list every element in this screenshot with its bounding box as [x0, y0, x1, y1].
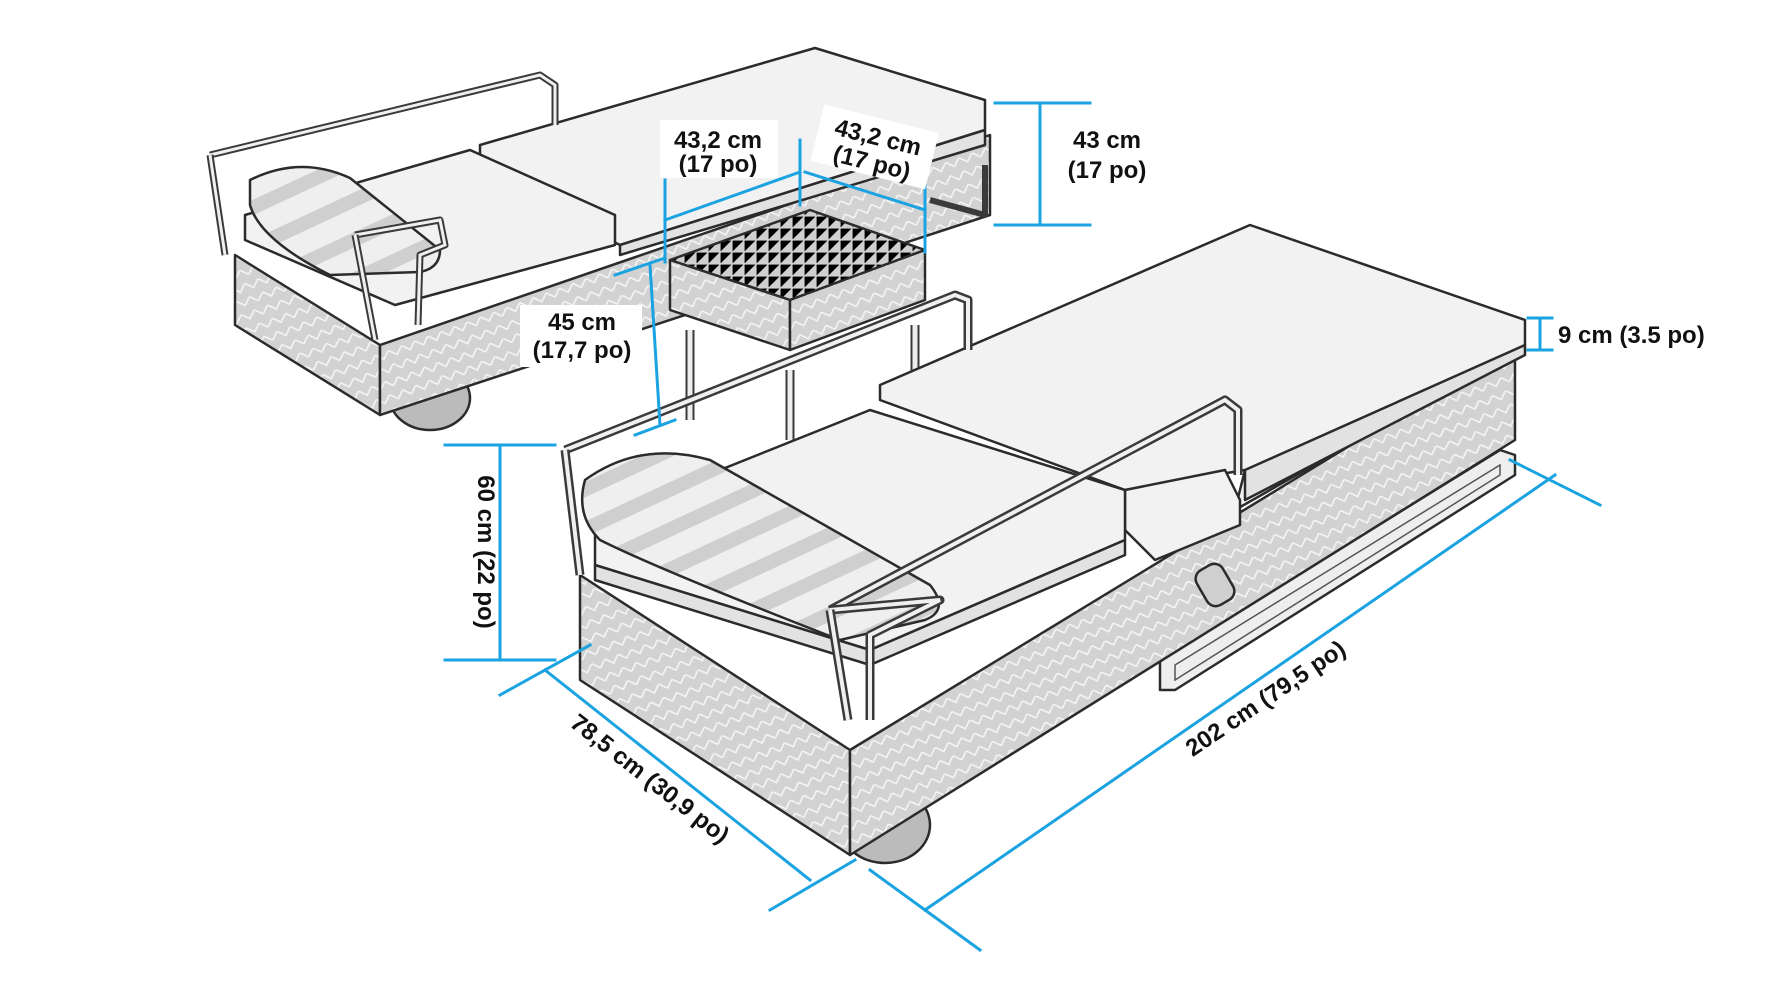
dimension-lines — [443, 101, 1603, 953]
side-table — [668, 208, 927, 440]
dim-seat-height — [613, 256, 677, 437]
dim-length — [867, 457, 1603, 953]
dim-width — [497, 642, 858, 913]
front-lounger-pillow — [580, 452, 940, 642]
svg-text:45 cm: 45 cm — [548, 309, 616, 336]
label-seat-height: 45 cm (17,7 po) — [520, 305, 642, 367]
label-cushion-thickness: 9 cm (3.5 po) — [1558, 322, 1705, 349]
dim-table-width — [663, 138, 802, 264]
svg-text:60 cm (22 po): 60 cm (22 po) — [472, 475, 499, 628]
label-overall-height: 60 cm (22 po) — [472, 475, 499, 628]
back-lounger-pillow — [248, 165, 442, 277]
dim-cushion-thickness — [1526, 316, 1554, 352]
svg-text:43,2 cm: 43,2 cm — [674, 127, 762, 154]
front-lounger-base-side — [848, 343, 1517, 857]
front-lounger — [560, 223, 1527, 865]
dim-overall-height — [443, 443, 557, 662]
svg-text:9 cm (3.5 po): 9 cm (3.5 po) — [1558, 322, 1705, 349]
svg-text:(17,7 po): (17,7 po) — [533, 337, 632, 364]
label-table-width: 43,2 cm (17 po) — [660, 120, 778, 178]
svg-text:(17 po): (17 po) — [679, 151, 758, 178]
dim-table-height — [993, 101, 1092, 227]
dim-table-depth — [803, 170, 927, 254]
svg-text:43 cm: 43 cm — [1073, 127, 1141, 154]
svg-text:(17 po): (17 po) — [1068, 157, 1147, 184]
front-lounger-handle — [1194, 562, 1236, 608]
label-table-height: 43 cm (17 po) — [1068, 127, 1147, 184]
side-table-side — [788, 248, 927, 352]
